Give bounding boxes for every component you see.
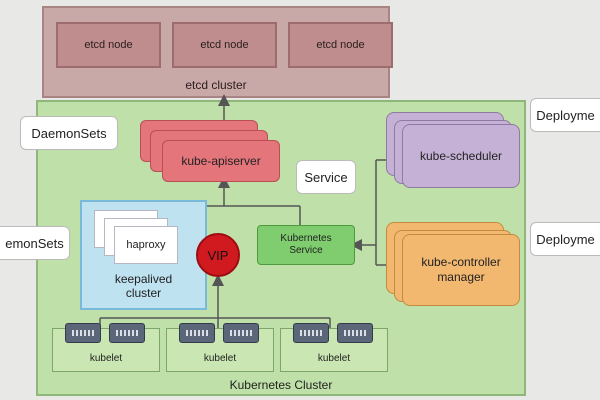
kube-scheduler[interactable]: kube-scheduler (402, 124, 520, 188)
disk-icon (337, 323, 373, 343)
controller-label-line2: manager (437, 270, 485, 284)
keepalived-cluster[interactable]: haproxy keepalived cluster (80, 200, 207, 310)
callout-deployment-top: Deployme (530, 98, 600, 132)
etcd-node-3: etcd node (288, 22, 393, 68)
callout-deployment-bottom: Deployme (530, 222, 600, 256)
vip-node[interactable]: VIP (196, 233, 240, 277)
etcd-cluster-label: etcd cluster (185, 78, 247, 92)
kubelet-label: kubelet (317, 353, 351, 364)
kube-controller-manager[interactable]: kube-controller manager (402, 234, 520, 306)
keepalived-label-line2: cluster (125, 286, 162, 301)
kubelet-label: kubelet (89, 353, 123, 364)
callout-daemonsets-left: emonSets (0, 226, 70, 260)
disk-icon (223, 323, 259, 343)
keepalived-label: keepalived cluster (82, 272, 205, 301)
disk-icon (65, 323, 101, 343)
etcd-node-1: etcd node (56, 22, 161, 68)
disk-icon (179, 323, 215, 343)
kubernetes-cluster-label: Kubernetes Cluster (229, 378, 333, 392)
service-label-line1: Kubernetes (280, 233, 332, 244)
callout-daemonsets: DaemonSets (20, 116, 118, 150)
etcd-node-2: etcd node (172, 22, 277, 68)
kubelet-label: kubelet (203, 353, 237, 364)
kubelet-node-2[interactable]: kubelet (166, 323, 274, 372)
keepalived-label-line1: keepalived (114, 272, 173, 286)
callout-service: Service (296, 160, 356, 194)
controller-label-line1: kube-controller (421, 255, 501, 269)
kubelet-node-1[interactable]: kubelet (52, 323, 160, 372)
disk-icon (109, 323, 145, 343)
haproxy[interactable]: haproxy (114, 226, 178, 264)
service-label-line2: Service (289, 245, 323, 256)
disk-icon (293, 323, 329, 343)
kube-apiserver[interactable]: kube-apiserver (162, 140, 280, 182)
kubernetes-service[interactable]: Kubernetes Service (257, 225, 355, 265)
etcd-cluster: etcd node etcd node etcd node etcd clust… (42, 6, 393, 98)
kubelet-node-3[interactable]: kubelet (280, 323, 388, 372)
